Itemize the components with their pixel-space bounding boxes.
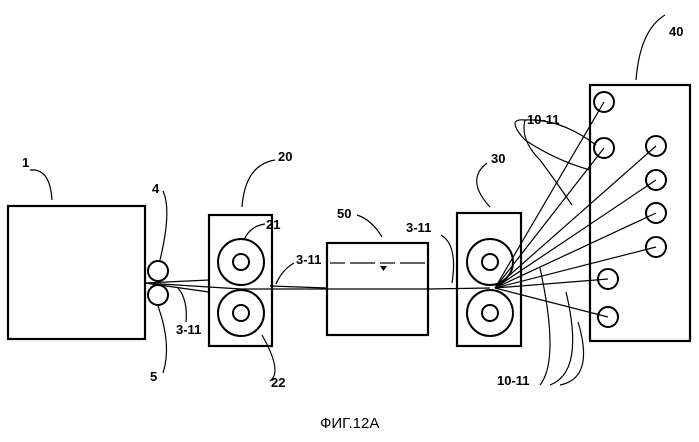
unit-1-box bbox=[8, 206, 145, 339]
label-unit-20: 20 bbox=[278, 149, 292, 164]
label-roll-4: 4 bbox=[152, 181, 160, 196]
label-roll-22: 22 bbox=[271, 375, 285, 390]
label-roll-21: 21 bbox=[266, 217, 280, 232]
unit-30-box bbox=[457, 213, 521, 346]
label-unit-50: 50 bbox=[337, 206, 351, 221]
roll-4 bbox=[148, 261, 168, 281]
figure-caption: ФИГ.12А bbox=[320, 415, 379, 432]
roll-5 bbox=[148, 285, 168, 305]
label-unit-40: 40 bbox=[669, 24, 683, 39]
unit-40-box bbox=[590, 85, 690, 341]
label-tow-left: 3-11 bbox=[176, 322, 201, 337]
label-roll-5: 5 bbox=[150, 369, 157, 384]
unit-20-box bbox=[209, 215, 272, 346]
label-tow-middle: 3-11 bbox=[296, 252, 321, 267]
label-unit-1: 1 bbox=[22, 155, 29, 170]
label-tow-right: 3-11 bbox=[406, 220, 431, 235]
label-strands-bottom: 10-11 bbox=[497, 373, 530, 388]
label-unit-30: 30 bbox=[491, 151, 505, 166]
label-strands-top: 10-11 bbox=[527, 112, 560, 127]
